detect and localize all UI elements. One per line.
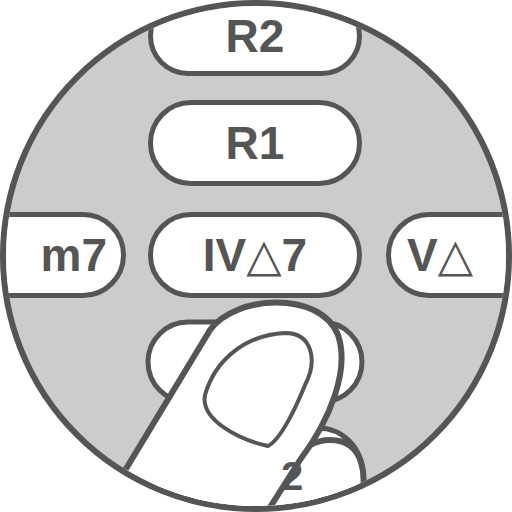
button-text: IV△7 [203,232,307,278]
button-text: m7 [41,232,107,278]
button-text: R1 [226,120,285,166]
button-label: 2 [261,452,323,500]
button-text: R2 [226,13,285,59]
chord-button: R1 [148,100,362,186]
chord-button: m7 [0,212,126,298]
button-text: V△ [407,232,473,278]
chord-button: V△ [386,212,512,298]
chord-button: IV△7 [148,212,362,298]
button-text: 2 [281,456,303,496]
chord-button: R2 [148,0,362,76]
